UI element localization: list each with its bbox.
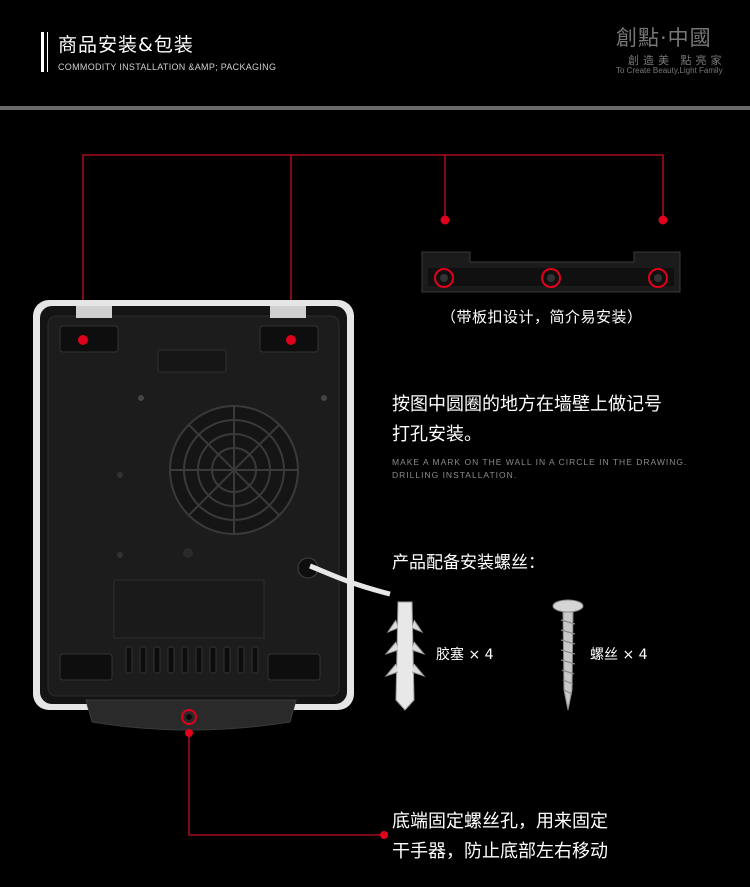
callout-line-top [82, 154, 664, 340]
instruction-text-en: MAKE A MARK ON THE WALL IN A CIRCLE IN T… [392, 456, 687, 482]
hand-dryer-back [33, 300, 391, 737]
instruction-line-1: 按图中圆圈的地方在墙壁上做记号 [392, 394, 662, 415]
screw-label: 螺丝 × 4 [590, 647, 648, 663]
header-accent-bar [41, 32, 44, 72]
brand-logo: 創點·中國 [616, 26, 712, 50]
section-title: 商品安装&包装 [58, 34, 194, 56]
bracket-caption: （带板扣设计，简介易安装） [441, 308, 643, 326]
bottom-note: 底端固定螺丝孔，用来固定 干手器，防止底部左右移动 [392, 807, 732, 867]
screws-title: 产品配备安装螺丝： [392, 553, 545, 573]
screw [552, 599, 584, 711]
instruction-en-line-2: DRILLING INSTALLATION. [392, 470, 518, 480]
brand-slogan: 創造美 點亮家 [628, 54, 726, 67]
instruction-text: 按图中圆圈的地方在墙壁上做记号 打孔安装。 [392, 390, 732, 450]
wall-anchor [384, 601, 426, 711]
section-subtitle: COMMODITY INSTALLATION &AMP; PACKAGING [58, 62, 277, 72]
wall-bracket [421, 251, 681, 293]
instruction-line-2: 打孔安装。 [392, 424, 482, 445]
brand-slogan-en: To Create Beauty,Light Family [616, 66, 723, 75]
marker-dot [658, 215, 668, 225]
instruction-en-line-1: MAKE A MARK ON THE WALL IN A CIRCLE IN T… [392, 457, 688, 467]
callout-line-bottom [188, 730, 383, 836]
header-divider [0, 106, 750, 110]
page-header: 商品安装&包装 COMMODITY INSTALLATION &AMP; PAC… [0, 0, 750, 110]
marker-dot [380, 831, 388, 839]
bottom-note-line-2: 干手器，防止底部左右移动 [392, 841, 608, 862]
bottom-note-line-1: 底端固定螺丝孔，用来固定 [392, 811, 608, 832]
marker-dot [440, 215, 450, 225]
anchor-label: 胶塞 × 4 [436, 647, 494, 663]
header-accent-line [47, 32, 48, 72]
